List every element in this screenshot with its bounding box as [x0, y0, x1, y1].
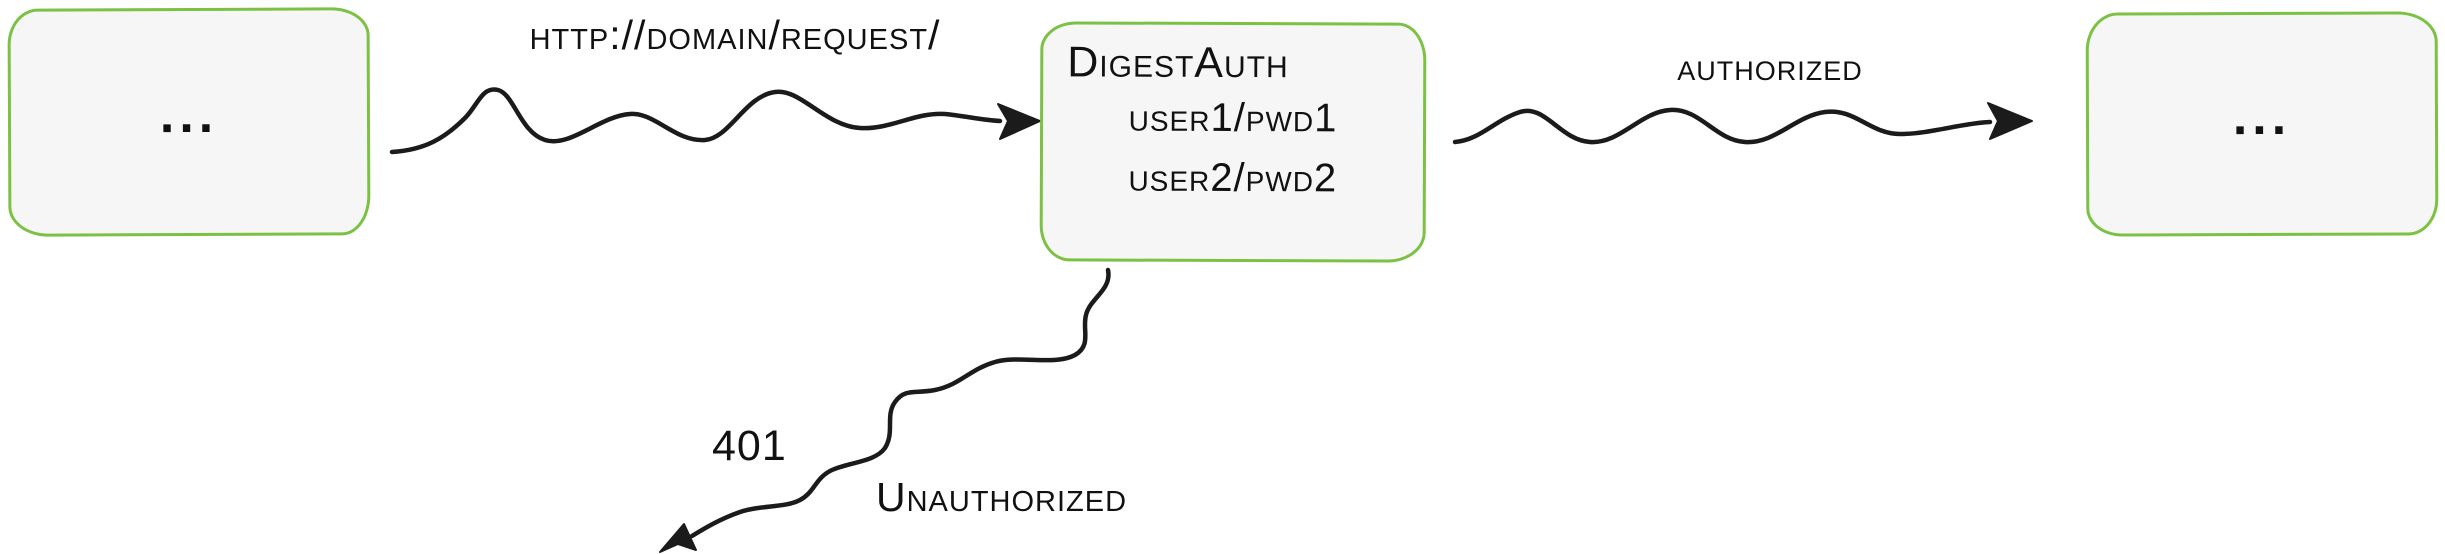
status-code-label: 401: [712, 422, 787, 470]
digest-auth-title: DigestAuth: [1067, 38, 1289, 88]
authorized-label: authorized: [1677, 46, 1863, 89]
authorized-arrowhead: [1987, 102, 2033, 140]
request-arrowhead: [997, 103, 1041, 140]
authorized-arrow: [1452, 107, 1993, 145]
digest-auth-user2: user2/pwd2: [1128, 156, 1338, 201]
request-url-label: http://domain/request/: [529, 12, 941, 58]
client-node-label: ...: [159, 85, 219, 145]
request-arrow: [389, 87, 1003, 155]
unauthorized-arrow: [689, 267, 1111, 539]
resource-node-label: ...: [2232, 87, 2292, 147]
digest-auth-user1: user1/pwd1: [1128, 96, 1338, 141]
digest-auth-node: DigestAuth user1/pwd1 user2/pwd2: [1039, 21, 1427, 263]
unauthorized-arrowhead: [659, 523, 697, 553]
resource-node: ...: [2085, 11, 2439, 237]
unauthorized-label: Unauthorized: [876, 474, 1128, 520]
client-node: ...: [7, 7, 371, 237]
